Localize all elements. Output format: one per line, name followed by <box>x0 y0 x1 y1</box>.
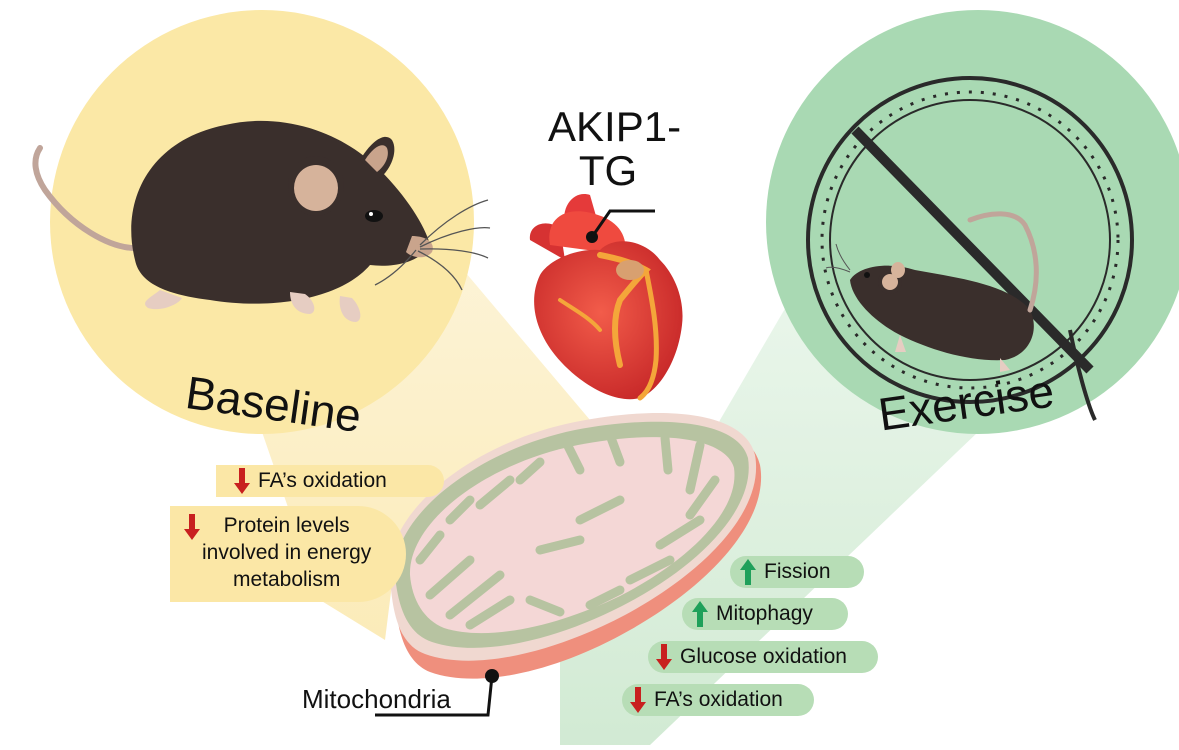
model-title-line2: TG <box>578 147 638 194</box>
up-arrow-icon <box>740 559 756 585</box>
baseline-effect-protein-levels: Protein levels involved in energy metabo… <box>170 506 406 602</box>
exercise-beam <box>560 300 978 745</box>
exercise-mouse-icon <box>825 211 1039 372</box>
down-arrow-icon <box>630 687 646 713</box>
down-arrow-icon <box>656 644 672 670</box>
down-arrow-icon <box>234 468 250 494</box>
running-wheel-icon <box>806 76 1134 421</box>
up-arrow-icon <box>692 601 708 627</box>
mouse-icon <box>32 120 491 322</box>
effect-text: FA’s oxidation <box>258 469 387 492</box>
effect-text-line: metabolism <box>232 568 341 591</box>
mitochondrion-icon <box>375 412 762 717</box>
heart-icon <box>529 194 683 401</box>
baseline-effect-fa-oxidation: FA’s oxidation <box>216 465 444 497</box>
exercise-circle <box>766 10 1179 434</box>
effect-text: Mitophagy <box>716 602 813 625</box>
effect-text: Fission <box>764 560 831 583</box>
model-title: AKIP1- TG <box>548 103 682 194</box>
down-arrow-icon <box>184 514 200 540</box>
model-title-line1: AKIP1- <box>548 103 682 150</box>
effect-text-line: involved in energy <box>202 541 372 564</box>
exercise-effect-fission: Fission <box>730 556 864 588</box>
effect-text: FA’s oxidation <box>654 688 783 711</box>
exercise-effect-fa-oxidation: FA’s oxidation <box>622 684 814 716</box>
mitochondria-label: Mitochondria <box>302 684 451 714</box>
exercise-effect-glucose-oxidation: Glucose oxidation <box>648 641 878 673</box>
exercise-effect-mitophagy: Mitophagy <box>682 598 848 630</box>
effect-text-line: Protein levels <box>223 514 350 537</box>
effect-text: Glucose oxidation <box>680 645 847 668</box>
